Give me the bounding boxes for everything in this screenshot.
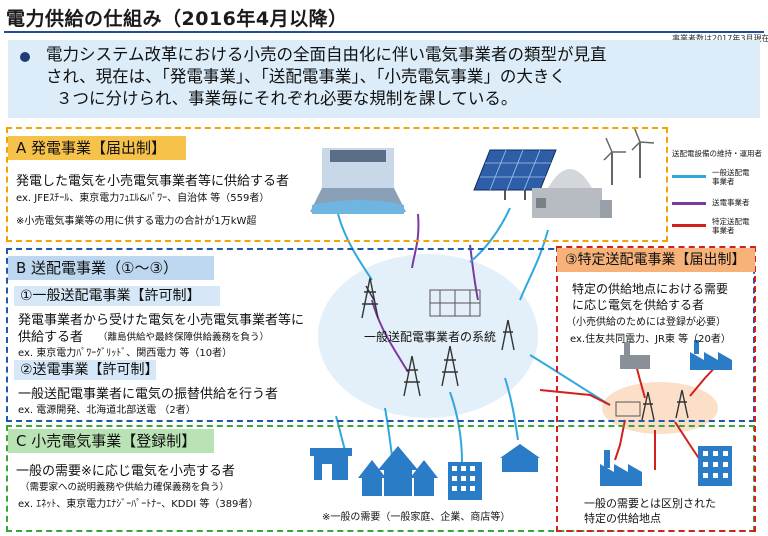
legend-line-transmission: [672, 202, 706, 205]
substation-icon: [429, 289, 641, 417]
legend-label-transmission: 送電事業者: [712, 198, 750, 207]
summary-text: 電力システム改革における小売の全面自由化に伴い電気事業者の類型が見直 され、現在…: [46, 44, 746, 110]
legend-label-specific-1: 特定送配電: [712, 217, 750, 226]
legend: 送配電設備の維持・運用者 一般送配電 事業者 送電事業者 特定送配電 事業者: [672, 148, 764, 240]
section-c-desc-note: （需要家への説明義務や供給力確保義務を負う）: [20, 482, 230, 493]
general-grid-label: 一般送配電事業者の系統: [364, 330, 497, 344]
section-b2-desc: 一般送配電事業者に電気の振替供給を行う者: [18, 387, 279, 402]
summary-box: [8, 40, 760, 118]
legend-label-general-1: 一般送配電: [712, 168, 750, 177]
section-b2-examples: ex. 電源開発、北海道北部送電 （2者）: [18, 405, 196, 416]
dam-icon: [310, 148, 406, 214]
section-b1-desc-2: 供給する者: [18, 330, 84, 345]
house-icon: [358, 446, 438, 496]
section-specific-box: [556, 246, 756, 532]
power-plant-icon: [532, 169, 612, 218]
section-specific-desc-note: （小売供給のためには登録が必要）: [566, 317, 726, 328]
general-demand-note: ※一般の需要（一般家庭、企業、商店等）: [322, 512, 511, 523]
summary-line-3: ３つに分けられ、事業毎にそれぞれ必要な規制を課している。: [56, 89, 518, 108]
legend-title: 送配電設備の維持・運用者: [672, 149, 762, 158]
shop-icon: [310, 448, 352, 480]
section-b2-header: ②送電事業【許可制】: [14, 360, 159, 380]
count-note: 事業者数は2017年3月現在: [672, 34, 768, 43]
legend-label-specific-2: 事業者: [712, 226, 735, 235]
specific-point-label-1: 一般の需要とは区別された: [584, 497, 716, 510]
section-b1-examples: ex. 東京電力ﾊﾟﾜｰｸﾞﾘｯﾄﾞ、関西電力 等（10者）: [18, 348, 233, 359]
building-icon: [448, 444, 732, 500]
section-b1-header: ①一般送配電事業【許可制】: [14, 286, 220, 306]
section-c-desc: 一般の需要※に応じ電気を小売する者: [16, 464, 235, 479]
legend-label-general: 一般送配電 事業者: [712, 168, 750, 186]
factory-icon: [600, 340, 732, 486]
section-a-examples: ex. JFEｽﾁｰﾙ、東京電力ﾌｭｴﾙ&ﾊﾟﾜｰ、自治体 等（559者）: [16, 193, 270, 204]
section-a-header: A 発電事業【届出制】: [8, 136, 186, 160]
section-a-box: [6, 127, 668, 242]
summary-bullet: [20, 52, 30, 62]
wind-turbine-icon: [603, 126, 655, 185]
section-specific-desc-2: に応じ電気を供給する者: [572, 298, 705, 312]
section-a-note: ※小売電気事業等の用に供する電力の合計が1万kW超: [16, 216, 257, 227]
section-a-desc: 発電した電気を小売電気事業者等に供給する者: [16, 174, 290, 189]
section-b1-desc-note: （離島供給や最終保障供給義務を負う）: [98, 332, 270, 343]
summary-line-2: され、現在は、「発電事業」、「送配電事業」、「小売電気事業」の大きく: [46, 67, 566, 86]
specific-lines: [539, 361, 721, 470]
section-c-examples: ex. ｴﾈｯﾄ、東京電力ｴﾅｼﾞｰﾊﾟｰﾄﾅｰ、KDDI 等（389者）: [18, 499, 259, 510]
legend-label-specific: 特定送配電 事業者: [712, 217, 750, 235]
legend-label-transmission-1: 送電事業者: [712, 198, 750, 207]
legend-label-general-2: 事業者: [712, 177, 735, 186]
section-specific-desc-1: 特定の供給地点における需要: [572, 282, 729, 296]
specific-plant-icon: [620, 342, 650, 369]
section-c-header: C 小売電気事業【登録制】: [8, 429, 214, 453]
specific-point-label-2: 特定の供給地点: [584, 512, 661, 525]
section-b-header: B 送配電事業（①～③）: [8, 256, 214, 280]
legend-line-specific: [672, 224, 706, 227]
page-title: 電力供給の仕組み（2016年4月以降）: [6, 8, 348, 30]
legend-line-general: [672, 175, 706, 178]
section-specific-examples: ex.住友共同電力、JR東 等（20者）: [570, 334, 731, 345]
section-b1-desc-1: 発電事業者から受けた電気を小売電気事業者等に: [18, 313, 305, 328]
general-lines: [335, 207, 611, 463]
transmission-tower-icon: [361, 277, 689, 421]
title-divider: [4, 31, 764, 33]
section-specific-header: ③特定送配電事業【届出制】: [557, 248, 755, 272]
summary-line-1: 電力システム改革における小売の全面自由化に伴い電気事業者の類型が見直: [46, 45, 607, 64]
